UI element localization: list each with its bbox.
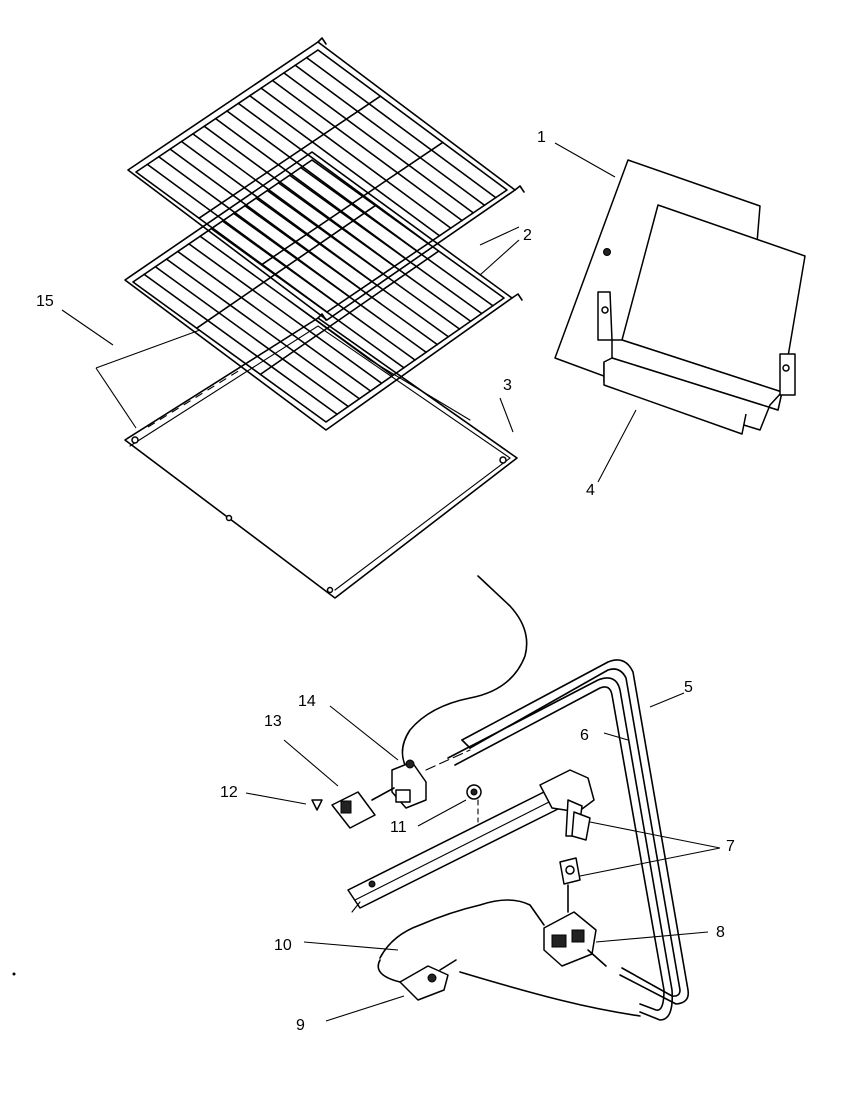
rack-wire-bar xyxy=(248,94,441,237)
rack-wire-bar xyxy=(176,250,372,392)
oven-rack-upper xyxy=(127,37,525,321)
rack-wire-bar xyxy=(165,258,361,400)
broil-burner-tube xyxy=(447,677,674,1021)
callout-14: 14 xyxy=(298,693,316,710)
rack-wire-bar xyxy=(300,166,494,307)
broiler-shield xyxy=(597,204,806,435)
rack-wire-bar xyxy=(277,182,472,323)
safety-valve xyxy=(543,884,607,967)
callout-9: 9 xyxy=(296,1017,305,1034)
callout-3: 3 xyxy=(503,377,512,394)
callout-7: 7 xyxy=(726,838,735,855)
callout-1: 1 xyxy=(537,129,546,146)
rack-wire-bar xyxy=(244,204,439,346)
callout-6: 6 xyxy=(580,727,589,744)
callout-15: 15 xyxy=(36,293,54,310)
rack-wire-bar xyxy=(305,56,497,199)
rack-wire-bar xyxy=(143,273,338,416)
rack-wire-bar xyxy=(294,64,486,207)
rack-wire-bar xyxy=(260,87,452,229)
rack-wire-bar xyxy=(255,197,450,338)
ignitor-upper xyxy=(571,811,591,841)
callout-8: 8 xyxy=(716,924,725,941)
rack-wire-bar xyxy=(154,265,350,408)
rack-wire-bar xyxy=(271,79,463,222)
callout-12: 12 xyxy=(220,784,238,801)
rack-support-rail xyxy=(259,250,440,376)
rack-wire-bar xyxy=(283,72,475,214)
rack-support-rail xyxy=(198,95,382,219)
rack-support-rail xyxy=(195,204,377,330)
thermostat-valve xyxy=(371,749,471,809)
rack-wire-bar xyxy=(210,227,405,369)
screw xyxy=(311,799,323,811)
oven-bottom-panel xyxy=(124,313,518,599)
rack-wire-bar xyxy=(232,212,427,354)
rack-wire-bar xyxy=(188,243,383,385)
thermostat-capillary xyxy=(401,575,528,766)
oven-rack-lower xyxy=(124,151,523,431)
callout-5: 5 xyxy=(684,679,693,696)
gas-fitting xyxy=(399,959,457,1001)
callout-11: 11 xyxy=(390,819,407,836)
callout-13: 13 xyxy=(264,713,282,730)
callout-4: 4 xyxy=(586,482,595,499)
rack-wire-bar xyxy=(221,220,416,361)
rack-wire-bar xyxy=(266,189,461,330)
callout-10: 10 xyxy=(274,937,292,954)
callout-2: 2 xyxy=(523,227,532,244)
rack-support-rail xyxy=(261,141,444,266)
ignitor-lower xyxy=(559,857,581,885)
rack-wire-bar xyxy=(288,174,483,315)
burner-clip xyxy=(331,791,376,829)
